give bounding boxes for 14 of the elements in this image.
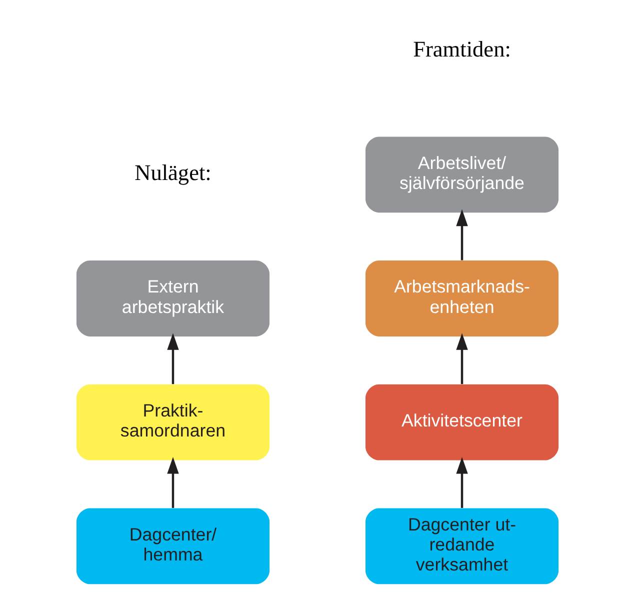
arrow	[456, 333, 468, 384]
node-box: Arbetslivet/ självförsörjande	[365, 136, 559, 213]
label: Framtiden:	[413, 36, 511, 62]
arrow	[167, 457, 179, 508]
node-box: Dagcenter/ hemma	[76, 508, 270, 584]
arrow	[456, 209, 468, 260]
node-box: Arbetsmarknads- enheten	[365, 260, 559, 336]
arrow	[456, 457, 468, 508]
arrow	[167, 333, 179, 384]
node-box: Dagcenter ut- redande verksamhet	[365, 508, 559, 584]
node-box: Praktik- samordnaren	[76, 384, 270, 460]
node-box: Aktivitetscenter	[365, 384, 559, 460]
node-box: Extern arbetspraktik	[76, 260, 270, 336]
label: Nuläget:	[134, 160, 212, 186]
